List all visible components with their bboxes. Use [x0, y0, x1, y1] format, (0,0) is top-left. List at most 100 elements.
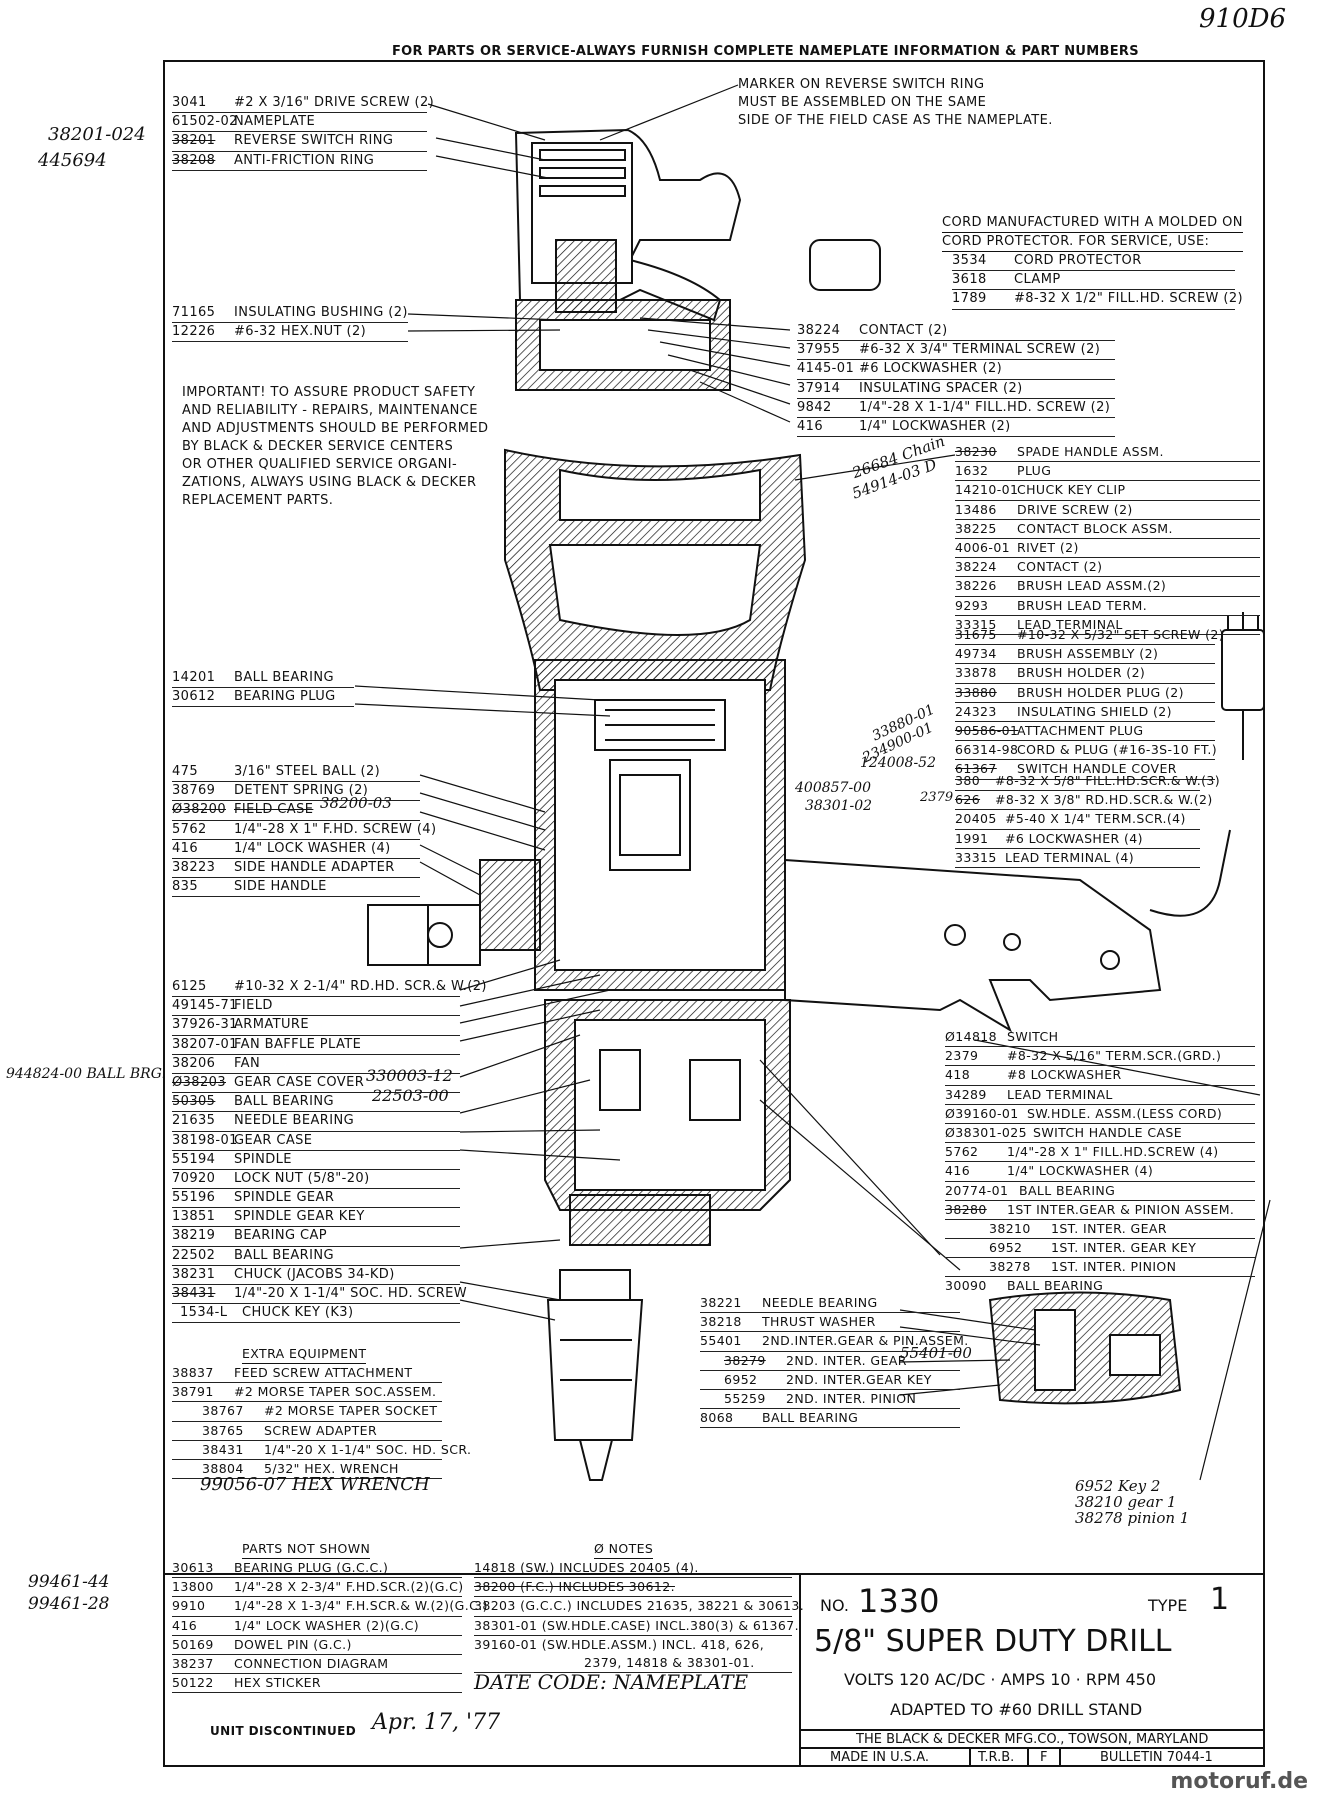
part-number: 37955: [797, 342, 841, 358]
lower-left-parts: 6125#10-32 X 2-1/4" RD.HD. SCR.& W.(2) 4…: [172, 978, 486, 1324]
part-number: 6952: [724, 1371, 758, 1387]
part-number: 50169: [172, 1636, 214, 1652]
handwritten-note: 38201-024: [48, 124, 146, 145]
part-desc: BALL BEARING: [234, 1247, 334, 1263]
part-desc: 1/4"-20 X 1-1/4" SOC. HD. SCREW: [234, 1286, 468, 1301]
part-number: 475: [172, 764, 199, 779]
part-number: 5762: [172, 821, 207, 837]
handwritten-note: 38278 pinion 1: [1075, 1509, 1190, 1527]
part-number: 5762: [945, 1144, 979, 1160]
part-number: 38198-01: [172, 1132, 238, 1148]
part-number: 30090: [945, 1278, 987, 1294]
part-number: 55196: [172, 1190, 216, 1206]
part-number: 38431: [172, 1286, 216, 1301]
handwritten-note: 445694: [38, 150, 107, 171]
section-title: Ø NOTES: [594, 1540, 654, 1559]
part-desc: 1/4"-28 X 1-3/4" F.H.SCR.& W.(2)(G.C.): [234, 1598, 488, 1614]
part-number: 3041: [172, 95, 207, 110]
part-number: 49145-71: [172, 998, 238, 1014]
notice-line: REPLACEMENT PARTS.: [182, 493, 334, 508]
handwritten-note: 944824-00 BALL BRG.: [6, 1066, 166, 1082]
handwritten-note: 99056-07 HEX WRENCH: [200, 1474, 430, 1495]
part-desc: CONNECTION DIAGRAM: [234, 1655, 389, 1671]
part-desc: 1/4" LOCK WASHER (4): [234, 840, 391, 856]
part-number: 61502-02: [172, 114, 238, 130]
part-number: 13800: [172, 1579, 214, 1595]
part-number: 1789: [952, 291, 987, 307]
part-desc: SPINDLE GEAR KEY: [234, 1209, 365, 1225]
part-desc: NEEDLE BEARING: [762, 1295, 878, 1310]
handwritten-note: 6952 Key 2: [1075, 1477, 1161, 1495]
note-row: 38301-01 (SW.HDLE.CASE) INCL.380(3) & 61…: [474, 1617, 799, 1636]
part-row: 90586-01ATTACHMENT PLUG: [955, 722, 1215, 742]
part-number: 3618: [952, 272, 987, 288]
part-number: 38221: [700, 1295, 742, 1310]
part-desc: CHUCK (JACOBS 34-KD): [234, 1266, 395, 1282]
made-in: MADE IN U.S.A.: [830, 1750, 929, 1765]
part-desc: PLUG: [1017, 463, 1052, 479]
part-desc: SPINDLE: [234, 1151, 292, 1167]
top-handle-assembly: [514, 128, 881, 391]
cord-note: CORD MANUFACTURED WITH A MOLDED ON CORD …: [942, 214, 1243, 310]
part-desc: BALL BEARING: [1019, 1182, 1116, 1198]
type-number: 1: [1210, 1582, 1230, 1617]
part-number: Ø38203: [172, 1074, 226, 1090]
part-desc: 2ND. INTER.GEAR KEY: [786, 1371, 932, 1387]
part-number: 38278: [989, 1259, 1031, 1275]
discontinued-date: Apr. 17, '77: [372, 1710, 501, 1735]
part-number: 14210-01: [955, 482, 1019, 498]
notes: Ø NOTES 14818 (SW.) INCLUDES 20405 (4). …: [474, 1540, 804, 1674]
part-desc: 1ST. INTER. GEAR: [1051, 1220, 1167, 1236]
part-number: 9293: [955, 597, 989, 613]
part-number: 3534: [952, 253, 987, 268]
part-desc: 1/4"-28 X 2-3/4" F.HD.SCR.(2)(G.C): [234, 1579, 464, 1595]
part-desc: ARMATURE: [234, 1017, 309, 1033]
model-no-label: NO.: [820, 1596, 849, 1615]
part-desc: BEARING PLUG: [234, 689, 336, 705]
part-number: Ø39160-01: [945, 1105, 1019, 1121]
part-number: 38224: [955, 559, 997, 575]
part-desc: #6 LOCKWASHER (2): [859, 361, 1003, 377]
part-row: 380#8-32 X 5/8" FILL.HD.SCR.& W.(3): [955, 772, 1220, 792]
chuck: [546, 1269, 644, 1481]
part-number: Ø38301-025: [945, 1124, 1027, 1140]
part-desc: #6-32 HEX.NUT (2): [234, 324, 367, 340]
part-number: 6952: [989, 1240, 1023, 1256]
part-desc: SPADE HANDLE ASSM.: [1017, 444, 1164, 459]
motor-housing: [369, 659, 786, 991]
note-row: 2379, 14818 & 38301-01.: [474, 1654, 792, 1674]
part-desc: #8-32 X 5/16" TERM.SCR.(GRD.): [1007, 1048, 1222, 1064]
part-number: 38201: [172, 133, 216, 149]
product-specs: VOLTS 120 AC/DC · AMPS 10 · RPM 450: [844, 1670, 1157, 1689]
part-desc: 1/4"-20 X 1-1/4" SOC. HD. SCR.: [264, 1441, 472, 1457]
page-header: FOR PARTS OR SERVICE-ALWAYS FURNISH COMP…: [392, 44, 1139, 59]
part-number: 61367: [955, 761, 997, 777]
note-row: 38203 (G.C.C.) INCLUDES 21635, 38221 & 3…: [474, 1597, 804, 1617]
leader-lines: [354, 84, 1271, 1481]
part-row: 38767#2 MORSE TAPER SOCKET: [172, 1402, 442, 1422]
part-row: 1789#8-32 X 1/2" FILL.HD. SCREW (2): [952, 290, 1243, 310]
part-row: 38221 NEEDLE BEARING: [700, 1294, 960, 1314]
